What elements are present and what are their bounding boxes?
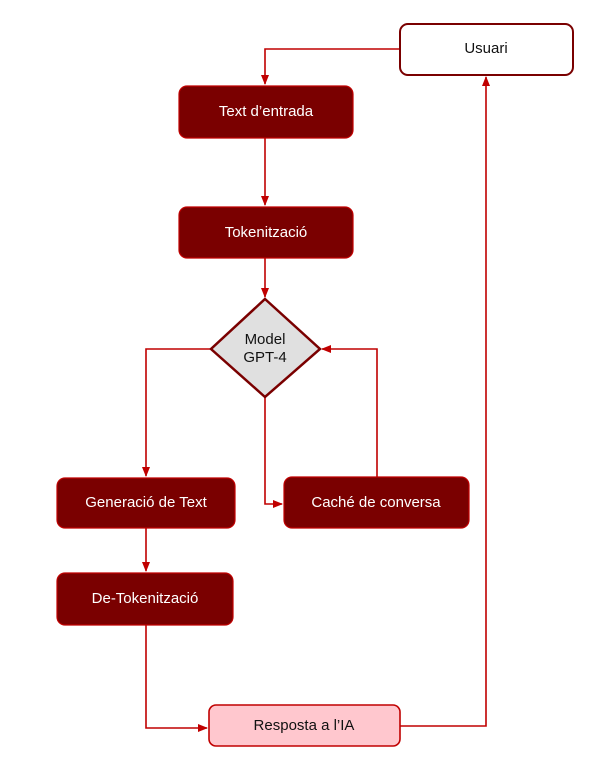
node-resposta-label: Resposta a l’IA xyxy=(254,717,355,734)
arrow-detokenitzacio-to-resposta xyxy=(145,625,208,732)
node-detokenitzacio-label: De-Tokenització xyxy=(92,590,199,607)
node-tokenitzacio: Tokenització xyxy=(178,206,354,259)
arrow-resposta-to-usuari xyxy=(400,76,490,727)
arrow-usuari-to-text-entrada xyxy=(261,48,400,85)
node-model-gpt4: Model GPT-4 xyxy=(209,297,322,399)
node-usuari-label: Usuari xyxy=(464,40,507,57)
node-model-label-line1: Model xyxy=(245,331,286,348)
node-cache-conversa: Caché de conversa xyxy=(283,476,470,529)
node-text-entrada-label: Text d’entrada xyxy=(219,103,314,120)
arrow-model-to-cache xyxy=(264,397,283,508)
node-model-label-line2: GPT-4 xyxy=(243,349,286,366)
node-cache-label: Caché de conversa xyxy=(311,494,441,511)
node-resposta: Resposta a l’IA xyxy=(208,704,401,747)
node-generacio-label: Generació de Text xyxy=(85,494,207,511)
node-detokenitzacio: De-Tokenització xyxy=(56,572,234,626)
node-tokenitzacio-label: Tokenització xyxy=(225,224,308,241)
arrow-model-to-generacio xyxy=(142,348,212,477)
arrow-cache-to-model xyxy=(321,345,378,477)
node-text-entrada: Text d’entrada xyxy=(178,85,354,139)
node-usuari: Usuari xyxy=(399,23,574,76)
node-generacio-text: Generació de Text xyxy=(56,477,236,529)
